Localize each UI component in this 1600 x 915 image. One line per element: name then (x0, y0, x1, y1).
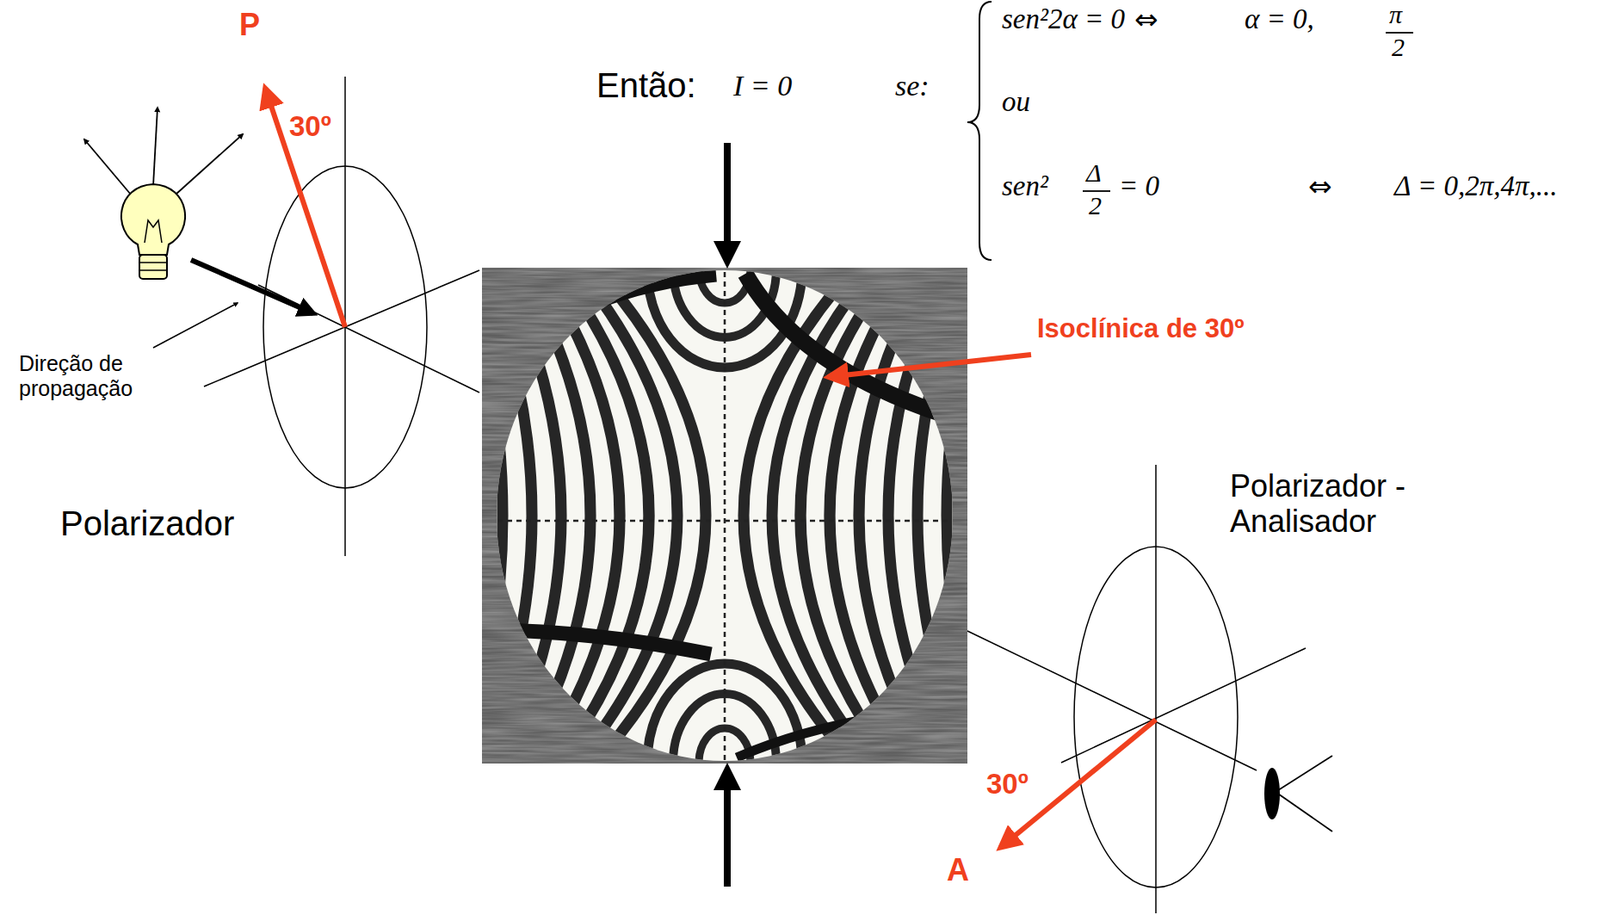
fringe (509, 267, 591, 764)
equation-term: ou (1001, 86, 1031, 119)
load-arrow (723, 769, 731, 887)
intro-label: Então: (596, 65, 697, 106)
equivalence-sign: ⇔ (1308, 170, 1333, 204)
pointer-arrow (827, 354, 1032, 377)
component-label: Polarizador (60, 503, 235, 544)
brace (967, 1, 992, 260)
bulb-filament (144, 220, 162, 243)
fraction-denominator: 2 (1088, 191, 1102, 222)
fringe (829, 267, 923, 764)
equation-term: Δ = 0,2π,4π,... (1394, 170, 1558, 204)
polarizer-label: P (239, 6, 260, 43)
bulb-glass (121, 184, 186, 255)
isoclinic-band (507, 273, 717, 346)
fringe (526, 267, 620, 764)
equation-term: I = 0 (733, 68, 792, 103)
fringe (481, 267, 503, 764)
isoclinic-band (745, 273, 956, 419)
angle-label: 30º (289, 110, 332, 143)
polarizer-direction-arrow (265, 87, 346, 328)
fringes (481, 267, 968, 764)
equation-term: se: (895, 68, 930, 103)
load-arrow (723, 142, 731, 262)
ray-line (1061, 648, 1306, 763)
bulb-base (139, 254, 167, 279)
isoclinic-band (736, 712, 913, 758)
fraction-numerator: Δ (1086, 158, 1102, 189)
axis-line (344, 76, 346, 556)
photoelastic-image (481, 267, 968, 764)
light-ray (175, 134, 243, 195)
light-ray (84, 139, 131, 195)
fringe (946, 267, 968, 764)
angle-label: 30º (986, 767, 1029, 801)
ray-line (967, 630, 1257, 771)
analyzer-label: A (946, 852, 970, 888)
fringe (858, 267, 940, 764)
image-noise (481, 267, 968, 764)
isoclinic-bands (504, 273, 956, 758)
isoclinic-band (504, 630, 711, 655)
fraction-numerator: π (1389, 0, 1403, 31)
equation-term: sen² (1001, 170, 1049, 204)
eye-outline (1275, 755, 1333, 832)
propagation-arrow (191, 259, 314, 314)
pointer-label: Isoclínica de 30º (1037, 313, 1245, 345)
symmetry-axis (723, 271, 727, 761)
bulb-base (139, 261, 167, 264)
light-ray (153, 107, 158, 186)
equation-term: α = 0, (1244, 3, 1315, 37)
component-label: Polarizador - Analisador (1229, 468, 1480, 540)
axis-line (1155, 464, 1157, 914)
note-label: Direção de propagação (18, 351, 166, 402)
equivalence-sign: ⇔ (1134, 3, 1159, 37)
equation-term: = 0 (1118, 170, 1160, 204)
symmetry-axis (497, 519, 952, 523)
fraction-denominator: 2 (1391, 32, 1405, 63)
leader-line (153, 302, 238, 348)
ray-line (203, 270, 480, 387)
fringe (578, 267, 706, 764)
image-ground (481, 267, 968, 764)
bulb-base (139, 269, 167, 272)
equation-term: sen²2α = 0 (1001, 3, 1125, 37)
analyzer-ellipse (1074, 546, 1238, 888)
